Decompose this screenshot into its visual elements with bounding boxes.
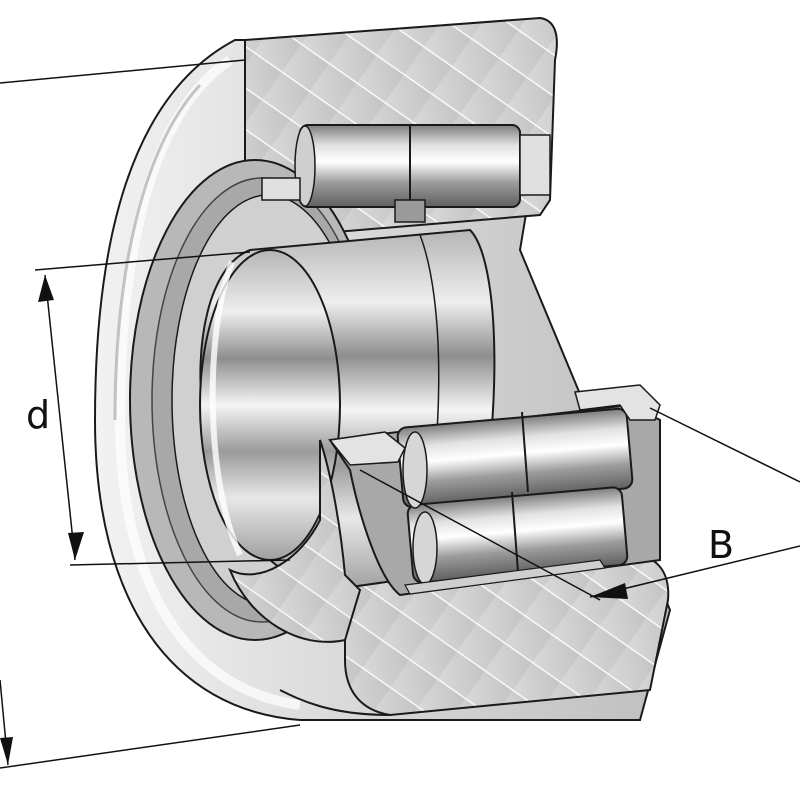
cage	[328, 384, 661, 595]
dimension-arrows	[0, 275, 628, 765]
dimension-lines	[0, 59, 800, 769]
roller-row-lower	[328, 403, 661, 597]
roller-row-upper	[261, 124, 551, 223]
dimension-label-d: d	[26, 393, 50, 437]
dimension-label-b: B	[708, 523, 734, 567]
